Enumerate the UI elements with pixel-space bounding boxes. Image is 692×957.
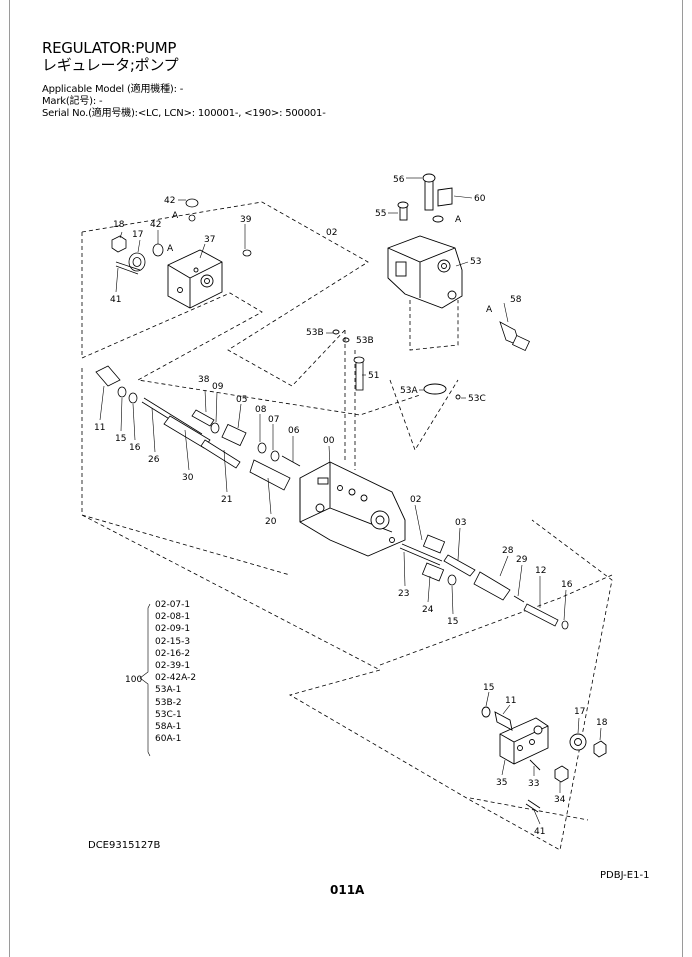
callout-53a: 53A xyxy=(400,386,418,396)
outline-lower-right xyxy=(379,574,613,821)
kit-contents-list: 02-07-1 02-08-1 02-09-1 02-15-3 02-16-2 … xyxy=(155,599,196,745)
kit-item: 58A-1 xyxy=(155,722,182,733)
outline-upper-left xyxy=(81,201,421,416)
title-english: REGULATOR:PUMP xyxy=(42,39,177,57)
callout-a-42-side: A xyxy=(167,244,174,254)
bolt-51 xyxy=(353,356,365,391)
callout-17-upper: 17 xyxy=(132,230,143,240)
callout-60: 60 xyxy=(474,194,486,204)
cover-37 xyxy=(167,249,223,309)
callout-18-lower: 18 xyxy=(596,718,608,728)
left-page-border xyxy=(9,0,10,957)
callout-12: 12 xyxy=(535,566,546,576)
callout-53c: 53C xyxy=(468,394,486,404)
callout-42-top: 42 xyxy=(164,196,175,206)
callout-42-side: 42 xyxy=(150,220,161,230)
callout-06: 06 xyxy=(288,426,300,436)
callout-35: 35 xyxy=(496,778,507,788)
callout-a-right: A xyxy=(455,215,462,225)
callout-11-left: 11 xyxy=(94,423,105,433)
kit-item: 53C-1 xyxy=(155,709,182,720)
callout-a-58: A xyxy=(486,305,493,315)
callout-56: 56 xyxy=(393,175,405,185)
callout-29: 29 xyxy=(516,555,528,565)
callout-a-42-top: A xyxy=(172,211,179,221)
outline-center-vertical xyxy=(344,330,356,470)
callout-21: 21 xyxy=(221,495,232,505)
outline-main xyxy=(81,368,613,851)
spool-train-right xyxy=(399,534,569,630)
outline-right-block xyxy=(389,300,459,451)
kit-item: 02-07-1 xyxy=(155,600,191,610)
page-number: 011A xyxy=(330,883,365,897)
callout-28: 28 xyxy=(502,546,514,556)
kit-label-100: 100 xyxy=(125,675,142,685)
kit-item: 02-16-2 xyxy=(155,648,191,659)
kit-item: 02-15-3 xyxy=(155,636,191,647)
callout-16-right: 16 xyxy=(561,580,573,590)
callout-41-lower: 41 xyxy=(534,827,545,837)
callout-20: 20 xyxy=(265,517,277,527)
callout-37: 37 xyxy=(204,235,215,245)
spool-train-left xyxy=(95,365,301,491)
callout-09: 09 xyxy=(212,382,224,392)
callout-26: 26 xyxy=(148,455,160,465)
callout-53: 53 xyxy=(470,257,481,267)
callout-17-lower: 17 xyxy=(574,707,585,717)
callout-15-left: 15 xyxy=(115,434,126,444)
cover-35 xyxy=(481,706,607,813)
callout-39: 39 xyxy=(240,215,252,225)
page-title: REGULATOR:PUMP レギュレータ;ポンプ xyxy=(42,39,179,74)
callout-18-upper: 18 xyxy=(113,220,125,230)
callout-30: 30 xyxy=(182,473,194,483)
callout-53b-right: 53B xyxy=(356,336,374,346)
orings-53 xyxy=(332,329,461,400)
callout-41-upper: 41 xyxy=(110,295,121,305)
callout-15-lower: 15 xyxy=(483,683,494,693)
kit-item: 53A-1 xyxy=(155,685,182,696)
kit-item: 02-42A-2 xyxy=(155,673,197,684)
callout-03: 03 xyxy=(455,518,466,528)
kit-item: 02-39-1 xyxy=(155,661,191,672)
kit-item: 53B-2 xyxy=(155,697,182,708)
nut-upper-left xyxy=(111,198,252,275)
callout-00: 00 xyxy=(323,436,335,446)
right-page-border xyxy=(682,0,683,957)
applicable-model-line: Applicable Model (適用機種): - xyxy=(42,84,184,95)
callout-55: 55 xyxy=(375,209,386,219)
kit-item: 60A-1 xyxy=(155,734,182,745)
kit-item: 02-09-1 xyxy=(155,624,191,635)
callout-58: 58 xyxy=(510,295,522,305)
drawing-code: DCE9315127B xyxy=(88,840,161,851)
callout-51: 51 xyxy=(368,371,379,381)
callout-05: 05 xyxy=(236,395,247,405)
callout-23: 23 xyxy=(398,589,409,599)
callout-11-lower: 11 xyxy=(505,696,516,706)
serial-number-line: Serial No.(適用号機):<LC, LCN>: 100001-, <19… xyxy=(42,108,326,119)
callout-53b-left: 53B xyxy=(306,328,324,338)
kit-item: 02-08-1 xyxy=(155,612,191,623)
callout-33: 33 xyxy=(528,779,539,789)
callout-08: 08 xyxy=(255,405,267,415)
title-japanese: レギュレータ;ポンプ xyxy=(42,56,179,74)
callout-15-right: 15 xyxy=(447,617,458,627)
sensor-58 xyxy=(499,321,530,352)
callout-02-right: 02 xyxy=(410,495,421,505)
callout-38: 38 xyxy=(198,375,210,385)
callout-24: 24 xyxy=(422,605,434,615)
mark-line: Mark(記号): - xyxy=(42,96,103,107)
callout-16-left: 16 xyxy=(129,443,141,453)
callout-02-top: 02 xyxy=(326,228,337,238)
callout-07: 07 xyxy=(268,415,279,425)
callout-34: 34 xyxy=(554,795,566,805)
regulator-body xyxy=(299,461,406,557)
page-reference: PDBJ-E1-1 xyxy=(600,870,650,881)
valve-block-53 xyxy=(387,173,463,309)
